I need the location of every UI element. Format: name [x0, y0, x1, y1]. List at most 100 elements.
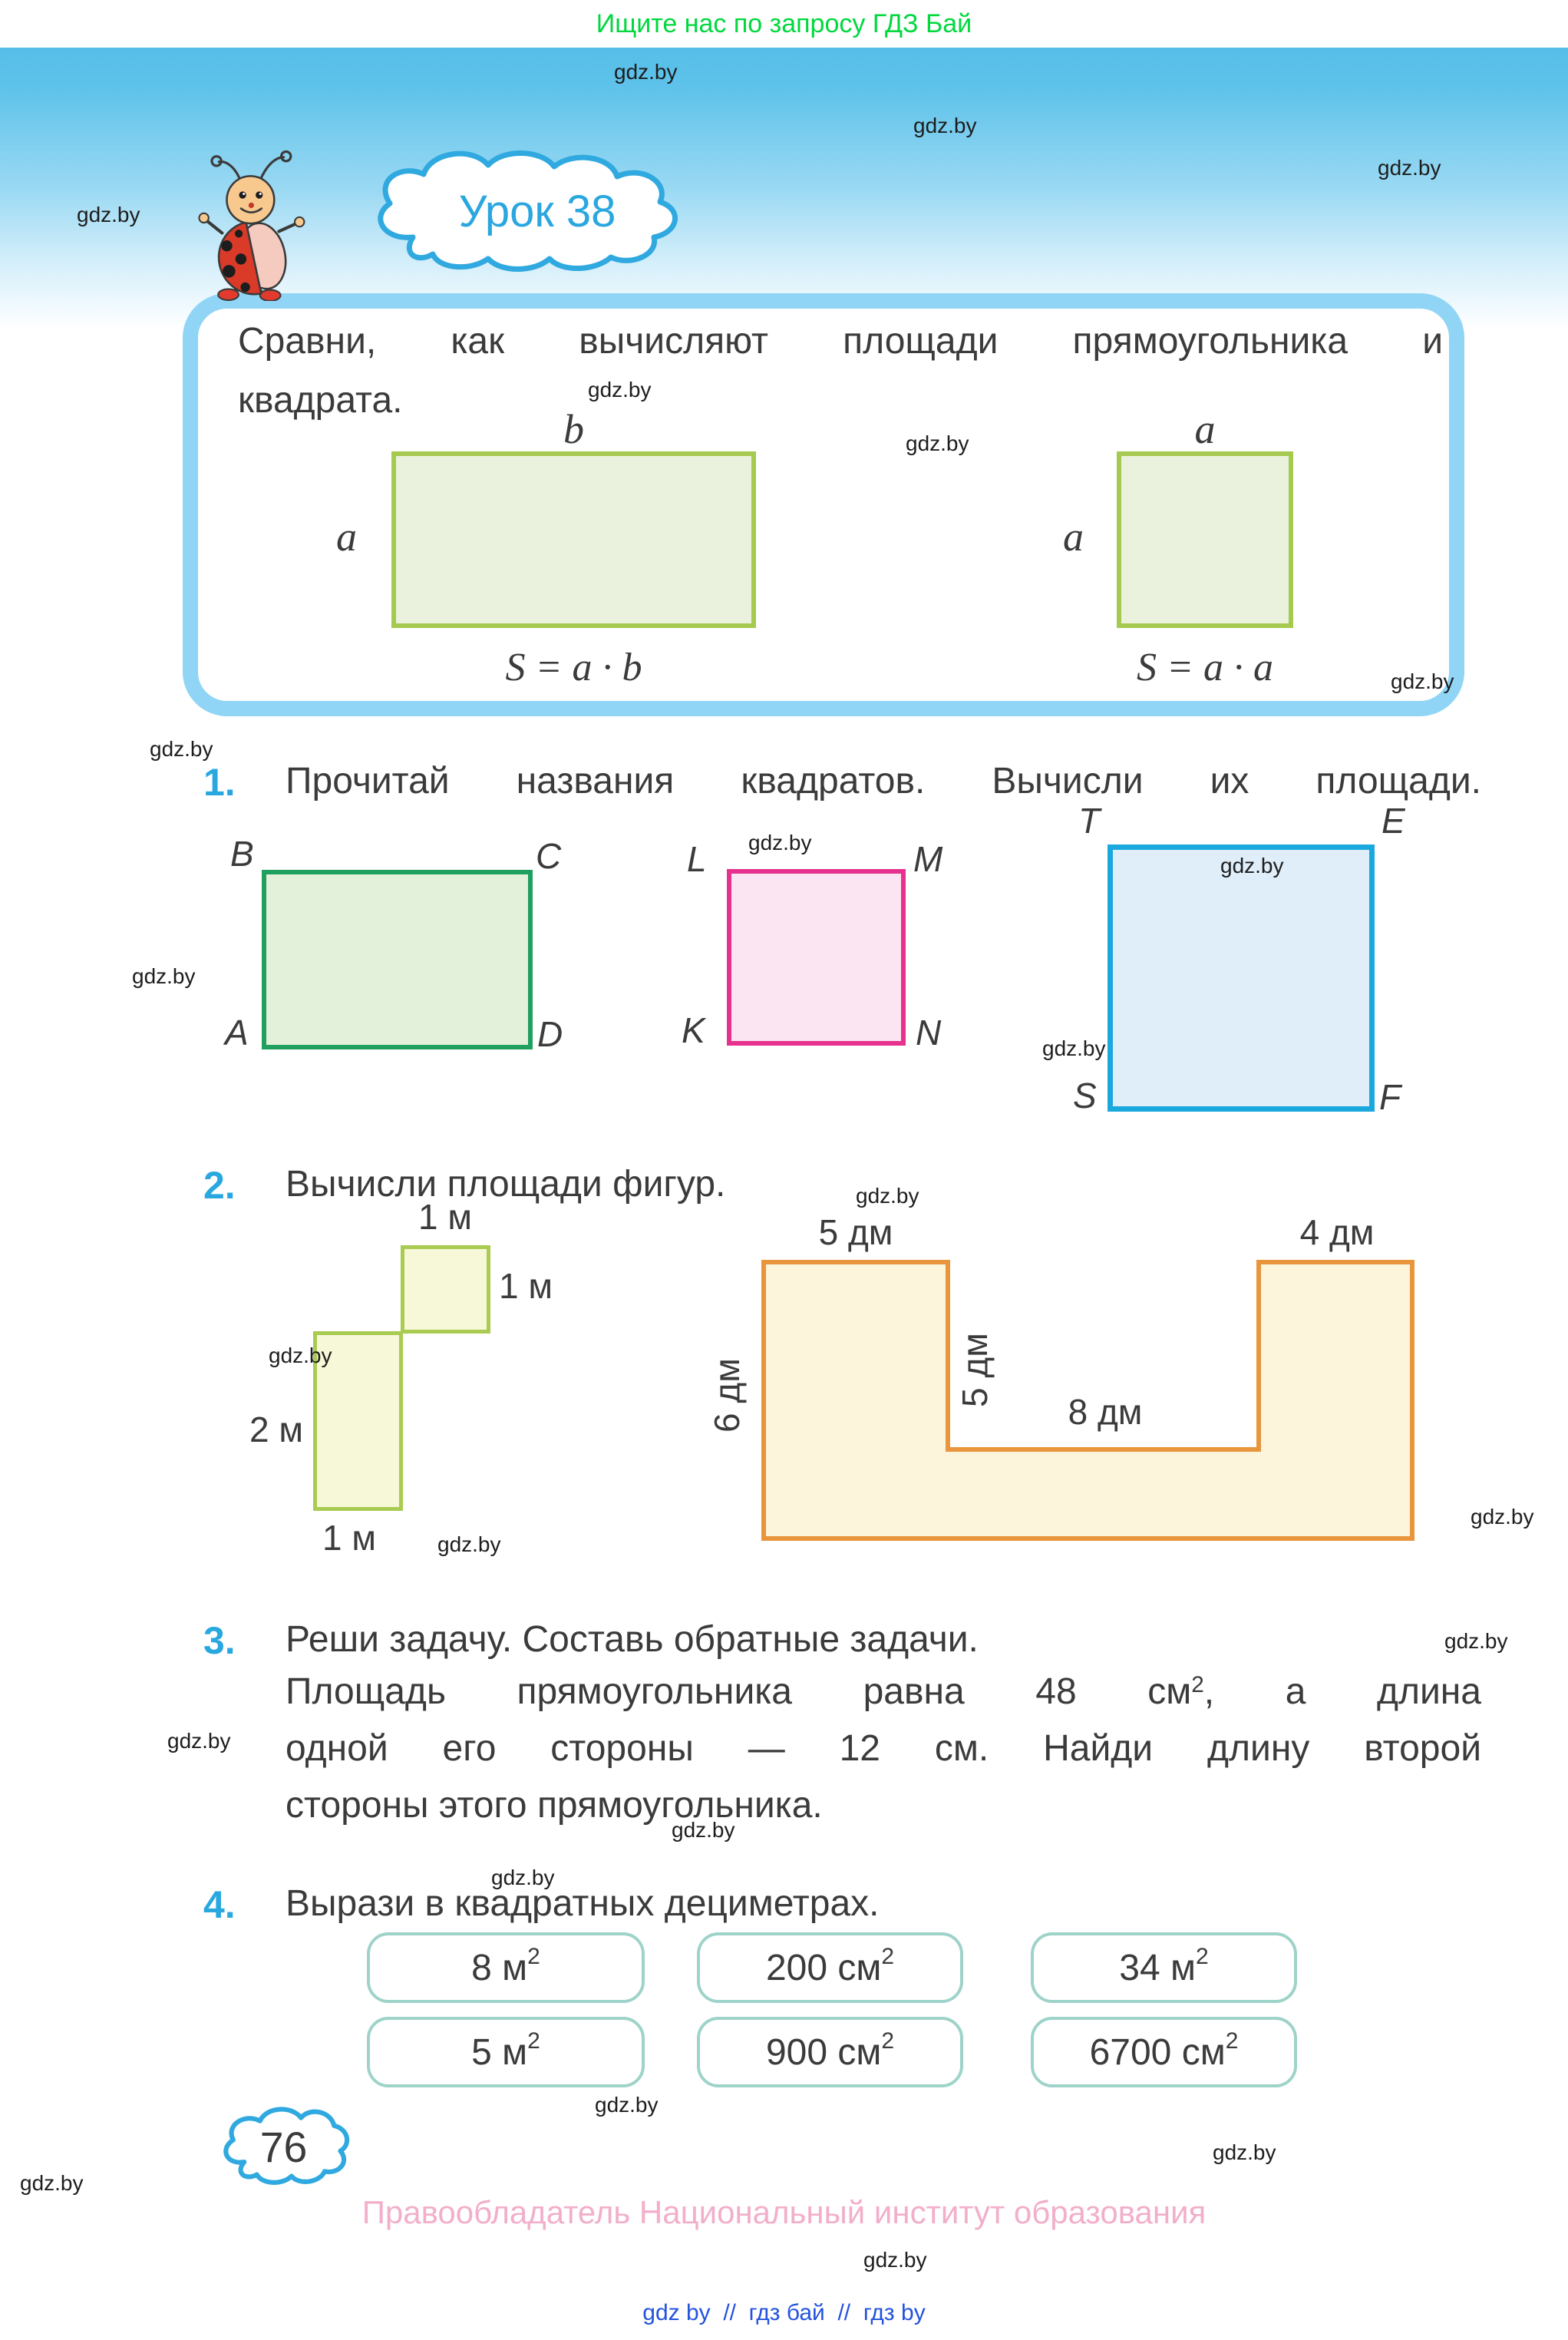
- demo-square: [1117, 451, 1293, 628]
- gdz-watermark: gdz.by: [856, 1184, 919, 1208]
- card-value: 5 м: [471, 2031, 528, 2073]
- square3-corner-tr: E: [1381, 801, 1405, 841]
- gdz-watermark: gdz.by: [588, 378, 652, 402]
- ex3-line-1: Реши задачу. Составь обратные задачи.: [286, 1619, 979, 1660]
- card-superscript: 2: [881, 1944, 895, 1969]
- ex3-number: 3.: [203, 1619, 236, 1662]
- ex1-text: Прочитай названия квадратов. Вычисли их …: [286, 761, 1481, 801]
- ushape-inner-vertical-dim: 5 дм: [955, 1333, 995, 1408]
- ex3-line2-superscript: 2: [1191, 1672, 1204, 1698]
- gdz-watermark: gdz.by: [595, 2093, 659, 2117]
- ex3-line2-end: , а длина: [1203, 1671, 1482, 1712]
- square1-corner-tr: C: [536, 836, 562, 876]
- card-value: 200 см: [765, 1947, 882, 1988]
- card-value: 900 см: [765, 2031, 882, 2073]
- gdz-watermark: gdz.by: [1391, 669, 1454, 693]
- square-tsfe: [1108, 844, 1375, 1112]
- card-superscript: 2: [527, 2028, 540, 2054]
- step-bottom-dim: 1 м: [322, 1518, 376, 1558]
- gdz-watermark: gdz.by: [167, 1729, 231, 1753]
- top-banner: Ищите нас по запросу ГДЗ Бай: [0, 0, 1568, 48]
- ex3-line-3: одной его стороны — 12 см. Найди длину в…: [286, 1728, 1481, 1769]
- step-figure-top-square: [401, 1245, 490, 1334]
- ex4-number: 4.: [203, 1883, 236, 1926]
- gdz-watermark: gdz.by: [269, 1344, 332, 1367]
- ex3-line-2: Площадь прямоугольника равна 48 см2, а д…: [286, 1671, 1481, 1713]
- ex4-text: Вырази в квадратных дециметрах.: [286, 1883, 880, 1924]
- square2-corner-tl: L: [687, 839, 707, 879]
- ushape-inner-horizontal-dim: 8 дм: [1068, 1392, 1143, 1432]
- intro-line-2: квадрата.: [238, 380, 403, 421]
- rect-top-label: b: [563, 406, 584, 452]
- u-shape-figure: [761, 1260, 1415, 1541]
- rect-side-label: a: [336, 514, 357, 560]
- gdz-watermark: gdz.by: [132, 964, 196, 988]
- card-superscript: 2: [1225, 2028, 1239, 2054]
- square-lkmn: [727, 869, 906, 1046]
- step-left-dim: 2 м: [249, 1410, 303, 1449]
- ex3-line-4: стороны этого прямоугольника.: [286, 1785, 823, 1826]
- footer-links[interactable]: gdz by // гдз бай // гдз by: [642, 2300, 926, 2325]
- intro-line-1: Сравни, как вычисляют площади прямоуголь…: [238, 321, 1443, 362]
- gdz-watermark: gdz.by: [150, 737, 213, 761]
- ushape-topleft-dim: 5 дм: [818, 1212, 893, 1252]
- ex3-line2-start: Площадь прямоугольника равна 48 см: [286, 1671, 1192, 1712]
- square2-corner-br: N: [916, 1013, 942, 1053]
- demo-rectangle: [391, 451, 756, 628]
- gdz-watermark: gdz.by: [913, 114, 977, 137]
- step-top-dim: 1 м: [418, 1197, 472, 1237]
- copyright-text: Правообладатель Национальный институт об…: [361, 2194, 1207, 2230]
- gdz-watermark: gdz.by: [614, 60, 678, 84]
- square1-corner-tl: B: [230, 834, 254, 874]
- gdz-watermark: gdz.by: [1444, 1629, 1508, 1653]
- square1-corner-bl: A: [225, 1013, 249, 1053]
- card-value: 34 м: [1119, 1947, 1197, 1988]
- ex2-number: 2.: [203, 1164, 236, 1207]
- gdz-watermark: gdz.by: [77, 203, 140, 226]
- gdz-watermark: gdz.by: [1213, 2140, 1276, 2164]
- square3-corner-br: F: [1379, 1077, 1401, 1117]
- step-right-dim: 1 м: [499, 1266, 553, 1306]
- square-side-label: a: [1063, 514, 1084, 560]
- square2-corner-bl: K: [682, 1010, 705, 1050]
- ex2-text: Вычисли площади фигур.: [286, 1164, 726, 1205]
- rect-area-formula: S = a · b: [505, 646, 642, 689]
- gdz-watermark: gdz.by: [1471, 1505, 1534, 1529]
- ladybug-icon: [198, 150, 305, 301]
- card-value: 6700 см: [1089, 2031, 1226, 2073]
- banner-text: Ищите нас по запросу ГДЗ Бай: [596, 8, 972, 38]
- step-figure-bottom-rect: [313, 1331, 403, 1511]
- square3-corner-tl: T: [1078, 801, 1101, 841]
- gdz-watermark: gdz.by: [1220, 854, 1284, 878]
- gdz-watermark: gdz.by: [1042, 1036, 1106, 1060]
- ushape-left-dim: 6 дм: [707, 1358, 747, 1433]
- card-value: 8 м: [471, 1947, 528, 1988]
- card-superscript: 2: [527, 1944, 540, 1969]
- card-superscript: 2: [1196, 1944, 1209, 1969]
- gdz-watermark: gdz.by: [863, 2248, 927, 2272]
- gdz-watermark: gdz.by: [906, 431, 969, 455]
- page-number: 76: [260, 2124, 308, 2171]
- gdz-watermark: gdz.by: [748, 831, 812, 854]
- square1-corner-br: D: [537, 1014, 563, 1054]
- gdz-watermark: gdz.by: [491, 1866, 555, 1889]
- lesson-title: Урок 38: [459, 187, 616, 236]
- square-area-formula: S = a · a: [1136, 646, 1274, 689]
- gdz-watermark: gdz.by: [1378, 156, 1441, 180]
- ushape-topright-dim: 4 дм: [1299, 1212, 1375, 1252]
- square-top-label: a: [1194, 406, 1216, 452]
- lesson-cloud: Урок 38: [378, 150, 678, 272]
- gdz-watermark: gdz.by: [20, 2171, 84, 2195]
- gdz-watermark: gdz.by: [672, 1818, 735, 1842]
- page-number-cloud: 76: [223, 2107, 350, 2185]
- card-superscript: 2: [881, 2028, 895, 2054]
- square3-corner-bl: S: [1073, 1076, 1097, 1115]
- square2-corner-tr: M: [913, 839, 943, 879]
